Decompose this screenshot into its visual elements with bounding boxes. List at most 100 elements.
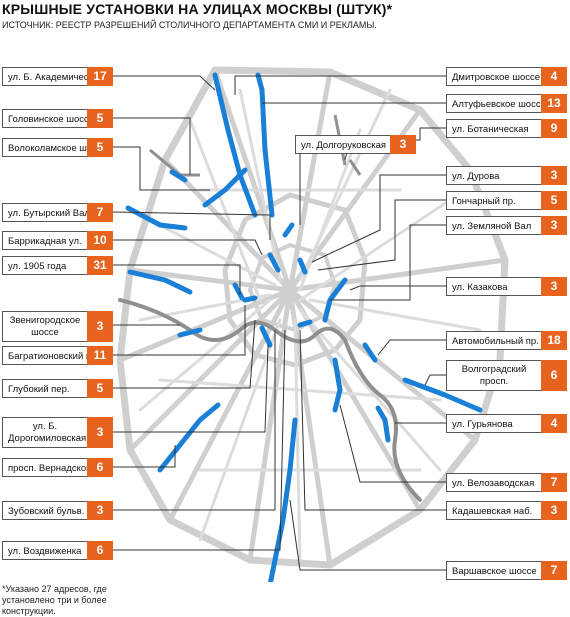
label-text: Баррикадная ул.	[8, 236, 82, 247]
value-badge: 3	[541, 166, 567, 185]
label-glubokiy: Глубокий пер. 5	[2, 379, 113, 398]
chart-title: КРЫШНЫЕ УСТАНОВКИ НА УЛИЦАХ МОСКВЫ (ШТУК…	[2, 1, 393, 17]
value-badge: 3	[541, 216, 567, 235]
street-varshavskoe	[268, 417, 298, 582]
street-center-5	[242, 295, 258, 303]
label-text: Гончарный пр.	[452, 196, 516, 207]
value-badge: 4	[541, 67, 567, 86]
leader-lines	[112, 75, 446, 571]
label-text: Кадашевская наб.	[452, 506, 533, 517]
value-badge: 13	[541, 94, 567, 113]
value-badge: 6	[541, 360, 567, 391]
footnote: *Указано 27 адресов, где установлено три…	[2, 584, 107, 616]
label-text: ул. Б. Дорогомиловская	[8, 421, 87, 444]
label-text: ул. Дурова	[452, 171, 500, 182]
street-center-7	[232, 282, 245, 301]
label-text: ул. Гурьянова	[452, 419, 513, 430]
value-badge: 3	[541, 501, 567, 520]
street-volgogradsky	[402, 377, 483, 413]
label-durova: ул. Дурова 3	[446, 166, 567, 185]
label-text: ул. Велозаводская	[452, 478, 535, 489]
street-altufevskoe	[255, 72, 265, 93]
label-text: Багратионовский пр.	[8, 351, 99, 362]
highlighted-streets	[125, 72, 483, 582]
value-badge: 9	[541, 119, 567, 138]
moskva-river	[118, 298, 422, 502]
base-roads	[116, 66, 509, 569]
street-velozavodskaya	[332, 357, 343, 413]
label-text: ул. Долгоруковская	[301, 140, 387, 151]
label-text: Автомобильный пр.	[452, 336, 539, 347]
label-bagrationovsky: Багратионовский пр.11	[2, 346, 113, 365]
street-center-6	[297, 319, 313, 328]
value-badge: 17	[87, 67, 113, 86]
label-text: Волоколамское шоссе	[8, 143, 107, 154]
value-badge: 7	[541, 561, 567, 580]
label-text: Волгоградский просп.	[461, 364, 527, 387]
street-b-akademicheskaya	[212, 72, 258, 218]
street-center-3	[282, 222, 295, 238]
value-badge: 7	[541, 473, 567, 492]
value-badge: 10	[87, 231, 113, 250]
label-text: Зубовский бульв.	[8, 506, 85, 517]
street-volokolamskoe	[202, 167, 248, 208]
label-goncharny: Гончарный пр. 5	[446, 191, 567, 210]
label-zubovsky: Зубовский бульв.3	[2, 501, 113, 520]
label-zvenigorodskoe: Звенигородское шоссе 3	[2, 311, 113, 342]
chart-source: ИСТОЧНИК: РЕЕСТР РАЗРЕШЕНИЙ СТОЛИЧНОГО Д…	[2, 20, 377, 30]
value-badge: 3	[87, 501, 113, 520]
radial-roads	[117, 67, 508, 568]
label-text: Звенигородское шоссе	[9, 315, 81, 338]
label-text: Дмитровское шоссе	[452, 72, 541, 83]
street-avtomobilny	[362, 342, 378, 363]
street-zvenigorodskoe	[177, 327, 203, 338]
value-badge: 5	[87, 379, 113, 398]
label-zemlyanoy-val: ул. Земляной Вал 3	[446, 216, 567, 235]
street-1905	[127, 269, 193, 295]
label-volgogradsky: Волгоградский просп. 6	[446, 360, 567, 391]
label-text: ул. Бутырский Вал	[8, 208, 90, 219]
label-text: Варшавское шоссе	[452, 566, 537, 577]
label-text: ул. 1905 года	[8, 261, 67, 272]
mkad-ring	[116, 66, 509, 569]
street-vernadskogo	[157, 402, 221, 473]
label-barrikadnaya: Баррикадная ул. 10	[2, 231, 113, 250]
street-butyrsky-val	[125, 205, 188, 231]
value-badge: 3	[87, 311, 113, 342]
value-badge: 3	[87, 417, 113, 448]
label-text: Головинское шоссе	[8, 114, 95, 125]
label-varshavskoe: Варшавское шоссе 7	[446, 561, 567, 580]
value-badge: 5	[87, 138, 113, 157]
street-center-1	[267, 252, 281, 273]
label-kazakova: ул. Казакова 3	[446, 277, 567, 296]
moscow-map	[112, 66, 509, 582]
value-badge: 3	[390, 135, 416, 154]
secondary-roads	[138, 88, 482, 562]
label-botanicheskaya: ул. Ботаническая 9	[446, 119, 567, 138]
value-badge: 7	[87, 203, 113, 222]
value-badge: 6	[87, 458, 113, 477]
value-badge: 5	[541, 191, 567, 210]
value-badge: 18	[541, 331, 567, 350]
value-badge: 6	[87, 541, 113, 560]
label-avtomobilny: Автомобильный пр.18	[446, 331, 567, 350]
value-badge: 11	[87, 346, 113, 365]
label-text: Глубокий пер.	[8, 384, 70, 395]
label-text: ул. Казакова	[452, 282, 508, 293]
label-text: ул. Б. Академическая	[8, 72, 104, 83]
label-text: Алтуфьевское шоссе	[452, 99, 546, 110]
label-text: ул. Воздвиженка	[8, 546, 82, 557]
label-vozdvizhenka: ул. Воздвиженка 6	[2, 541, 113, 560]
label-text: просп. Вернадского	[8, 463, 95, 474]
label-text: ул. Земляной Вал	[452, 221, 532, 232]
street-center-2	[297, 257, 308, 275]
value-badge: 3	[541, 277, 567, 296]
label-text: ул. Ботаническая	[452, 124, 529, 135]
